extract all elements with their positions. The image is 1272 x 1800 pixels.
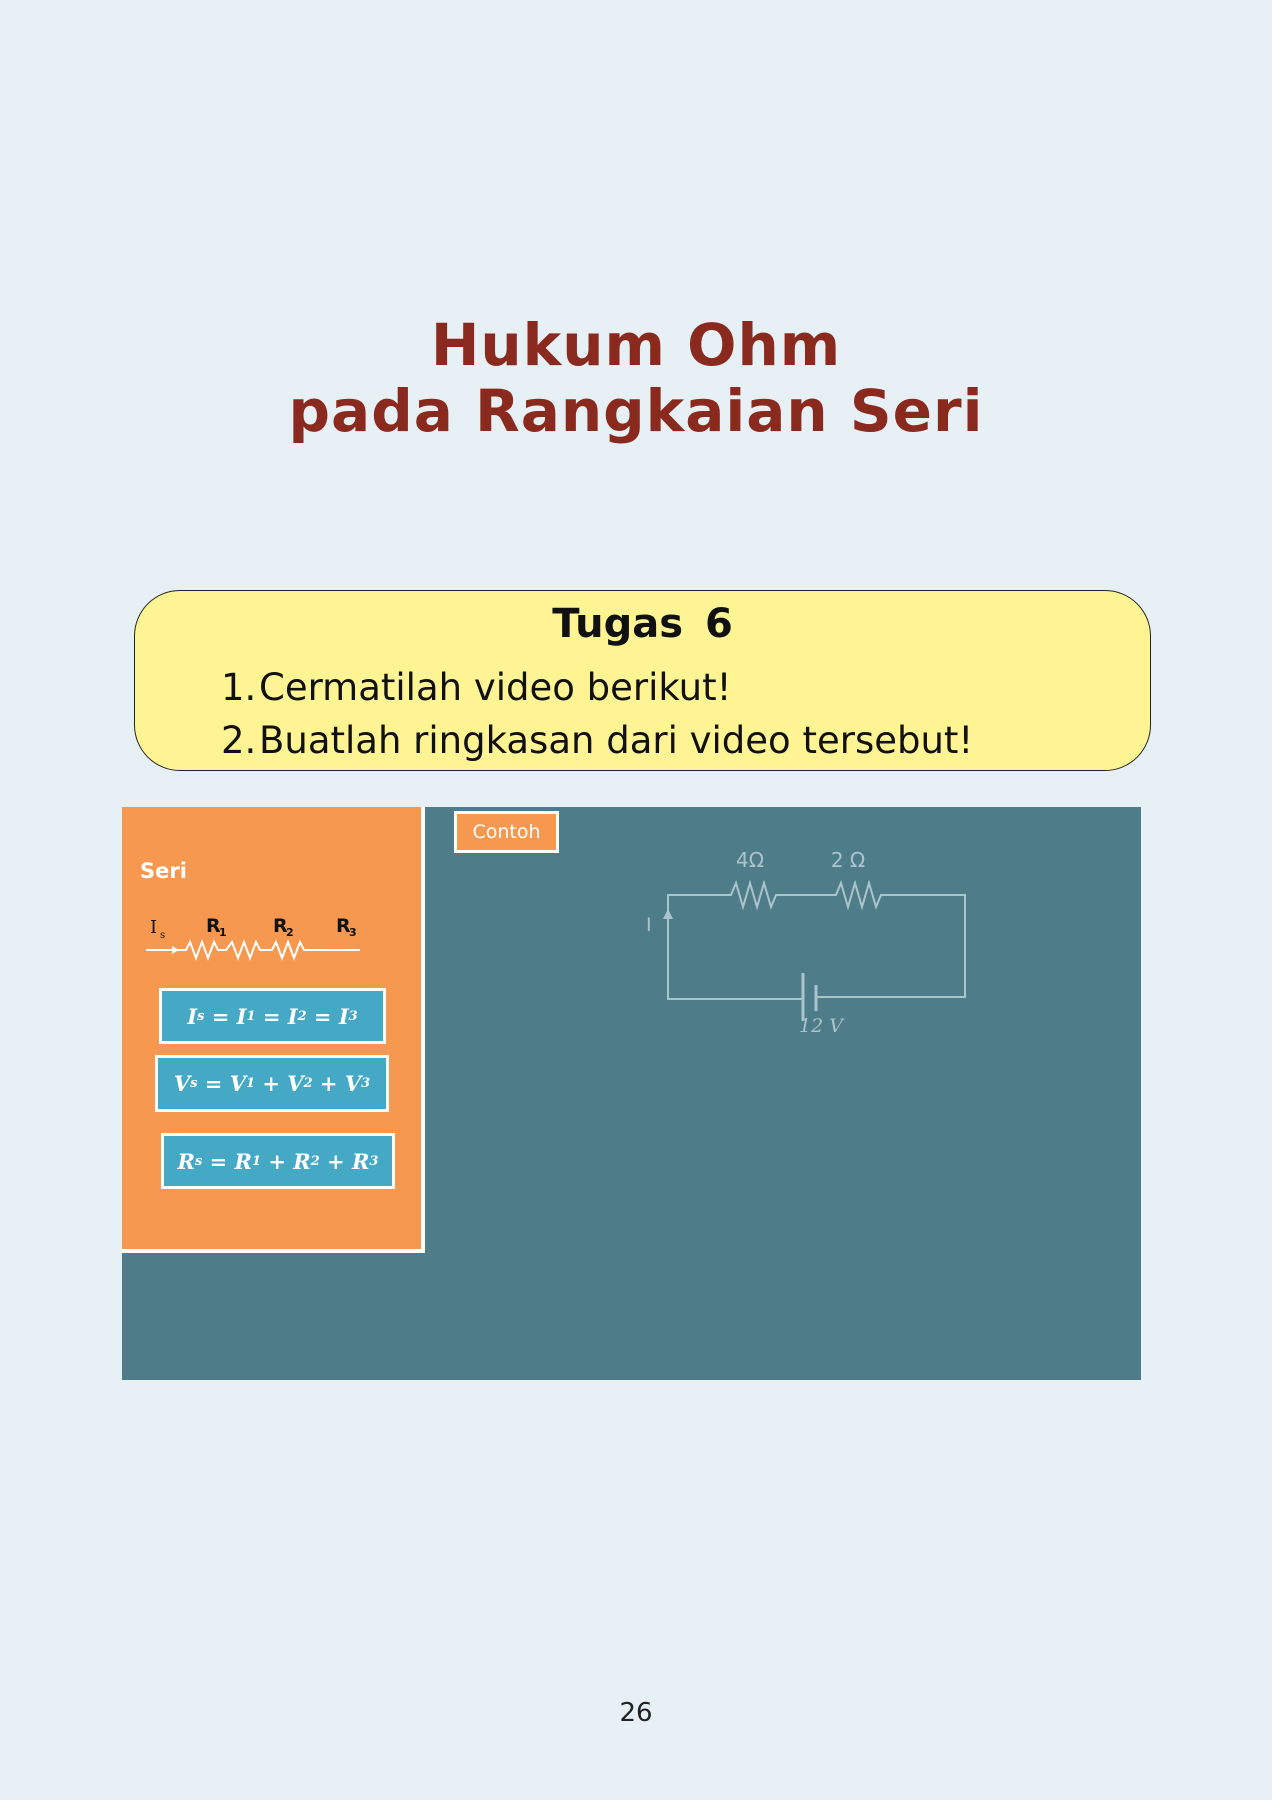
formula-term: R [351, 1148, 370, 1174]
formula-term: R [293, 1148, 311, 1174]
formula-sub: s [194, 1153, 203, 1169]
formula-sub: 3 [348, 1008, 358, 1024]
formula-term: I [187, 1003, 198, 1029]
page-title: Hukum Ohm pada Rangkaian Seri [0, 312, 1272, 444]
formula-term: I [338, 1003, 349, 1029]
formula-sub: 2 [310, 1153, 320, 1169]
formula-term: V [287, 1071, 304, 1096]
title-line-1: Hukum Ohm [430, 311, 842, 379]
resistor-2-value: 2 Ω [831, 848, 865, 872]
series-circuit-diagram: I s R 1 R 2 R 3 [146, 915, 360, 961]
formula-term: I [287, 1003, 298, 1029]
task-item-number: 1. [221, 666, 257, 709]
task-heading: Tugas 6 [552, 601, 733, 647]
formula-term: R [234, 1148, 252, 1174]
formula-term: I [236, 1003, 247, 1029]
task-item: 2.Buatlah ringkasan dari video tersebut! [221, 714, 973, 767]
formula-sub: 1 [245, 1076, 256, 1091]
example-label: Contoh [472, 821, 541, 843]
task-item-text: Buatlah ringkasan dari video tersebut! [259, 719, 974, 762]
formula-term: V [229, 1071, 246, 1096]
task-box: Tugas 6 1.Cermatilah video berikut! 2.Bu… [134, 590, 1151, 771]
task-item: 1.Cermatilah video berikut! [221, 661, 973, 714]
resistor-1-value: 4Ω [736, 848, 764, 872]
resistor-label-3: R [336, 915, 351, 937]
series-current-label: I [150, 917, 157, 938]
resistor-sub-1: 1 [219, 926, 227, 939]
task-item-number: 2. [221, 719, 257, 762]
series-label: Seri [140, 859, 187, 883]
example-circuit-diagram: 4Ω 2 Ω I 12 V [646, 848, 966, 1037]
current-label: I [646, 914, 652, 936]
title-line-2: pada Rangkaian Seri [288, 377, 984, 445]
formula-sub: 1 [246, 1008, 256, 1024]
formula-sub: s [190, 1076, 198, 1091]
series-current-sub: s [160, 930, 165, 941]
formula-sub: s [197, 1008, 205, 1024]
resistor-label-1: R [206, 915, 221, 937]
formula-sub: 2 [297, 1008, 307, 1024]
formula-term: R [177, 1148, 195, 1174]
formula-sub: 3 [361, 1076, 371, 1091]
formula-term: V [173, 1071, 191, 1096]
formula-term: V [344, 1071, 362, 1096]
formula-sub: 2 [303, 1076, 313, 1091]
example-label-box: Contoh [454, 811, 559, 853]
page-number: 26 [619, 1698, 653, 1728]
resistor-sub-3: 3 [349, 926, 357, 939]
formula-sub: 3 [369, 1153, 379, 1169]
resistor-sub-2: 2 [286, 926, 294, 939]
task-list: 1.Cermatilah video berikut! 2.Buatlah ri… [221, 661, 973, 767]
battery-voltage: 12 V [799, 1015, 845, 1037]
task-item-text: Cermatilah video berikut! [259, 666, 732, 709]
resistor-label-2: R [273, 915, 288, 937]
formula-sub: 1 [251, 1153, 262, 1169]
